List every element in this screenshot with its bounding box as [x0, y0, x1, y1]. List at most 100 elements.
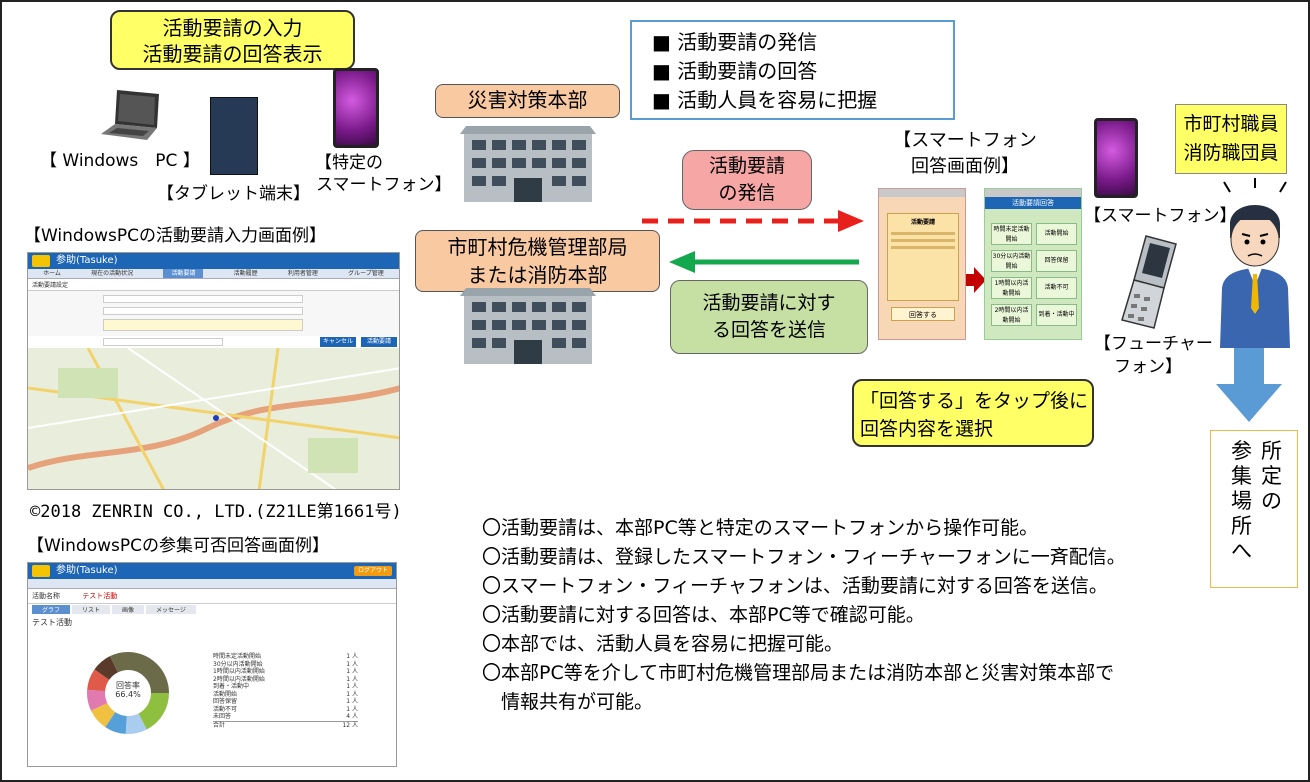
sp-reply-option[interactable]: 到着・活動中: [1036, 304, 1077, 326]
nav-home[interactable]: ホーム: [43, 270, 61, 277]
donut-label: 回答率: [116, 681, 140, 690]
hq-building-icon: [458, 120, 598, 202]
smartphone-label-2: スマートフォン】: [316, 175, 452, 195]
assembly-box: 所定の 参集場所へ: [1210, 430, 1298, 588]
municipal-label: 市町村危機管理部局 または消防本部: [415, 230, 660, 292]
sp-reply-option[interactable]: 30分以内活動開始: [991, 250, 1032, 272]
reply-arrow: [669, 251, 859, 273]
reply-app-logo-icon: [32, 565, 50, 577]
feature-1: ■ 活動要請の発信: [652, 30, 818, 54]
sp-caption-line1: 【スマートフォン: [893, 130, 1037, 151]
staff-line2: 消防職団員: [1183, 142, 1279, 164]
sp-reply-option[interactable]: 1時間以内活動開始: [991, 277, 1032, 299]
pc-input-screenshot: 参助(Tasuke) ホーム 現在の活動状況 活動要請 活動履歴 利用者管理 グ…: [27, 252, 400, 490]
smartphone-right-label: 【スマートフォン】: [1084, 206, 1237, 226]
hq-label: 災害対策本部: [435, 84, 620, 118]
nav-groups[interactable]: グループ管理: [348, 270, 384, 277]
reply-app-header: 参助(Tasuke) ログアウト: [28, 563, 396, 579]
smartphone-label-1: 【特定の: [315, 153, 383, 173]
tablet-icon: [210, 97, 258, 175]
title-line2: 活動要請の回答表示: [142, 42, 323, 66]
note-line: 情報共有が可能。: [482, 691, 654, 713]
sp-reply-option[interactable]: 時間未定活動開始: [991, 223, 1032, 245]
sp-caption-line2: 回答画面例】: [911, 156, 1019, 177]
note-line: 〇活動要請は、本部PC等と特定のスマートフォンから操作可能。: [482, 517, 1039, 539]
staff-person-icon: [1220, 178, 1290, 348]
municipal-label-line1: 市町村危機管理部局: [447, 235, 628, 259]
reply-app-name: 参助(Tasuke): [56, 565, 118, 576]
cancel-button[interactable]: キャンセル: [320, 337, 356, 347]
donut-center-label: 回答率 66.4%: [108, 681, 148, 699]
assembly-arrow: [1216, 348, 1282, 422]
sp-screen-request: 活動要請 回答する: [878, 188, 966, 340]
sp-screen-reply: 活動要請回答 時間未定活動開始 活動開始 30分以内活動開始 回答保留 1時間以…: [984, 188, 1082, 340]
send-arrow: [642, 210, 864, 232]
form-area: [28, 291, 399, 336]
screen-transition-arrow: [966, 267, 986, 293]
feature-phone-label-1: 【フューチャー: [1094, 334, 1213, 354]
app-name: 参助(Tasuke): [56, 255, 118, 266]
activity-value: テスト活動: [82, 592, 118, 600]
municipal-label-line2: または消防本部: [467, 263, 608, 287]
nav-users[interactable]: 利用者管理: [287, 270, 318, 277]
smartphone-icon: [333, 68, 379, 148]
nav-request[interactable]: 活動要請: [163, 269, 204, 278]
laptop-icon: [101, 90, 159, 140]
municipal-building-icon: [458, 282, 598, 364]
sp-reply-title: 活動要請回答: [1012, 199, 1054, 207]
windows-pc-label: 【 Windows PC 】: [40, 151, 200, 171]
nav-status[interactable]: 現在の活動状況: [91, 270, 134, 277]
sp-example-caption: 【スマートフォン 回答画面例】: [890, 128, 1040, 180]
note-line: 〇スマートフォン・フィーチャフォンは、活動要請に対する回答を送信。: [482, 575, 1108, 597]
send-request-button[interactable]: 活動要請: [361, 337, 397, 347]
sp-answer-button[interactable]: 回答する: [891, 307, 955, 321]
sp-request-card: 活動要請: [887, 213, 959, 301]
tab-message[interactable]: メッセージ: [146, 605, 196, 614]
copyright-text: ©2018 ZENRIN CO., LTD.(Z21LE第1661号): [30, 502, 402, 522]
sp-reply-option[interactable]: 活動開始: [1036, 223, 1077, 245]
donut-chart: [87, 652, 169, 734]
nav-history[interactable]: 活動履歴: [233, 270, 258, 277]
pc-reply-screenshot: 参助(Tasuke) ログアウト 活動名称 テスト活動 グラフ リスト 画像 メ…: [27, 562, 397, 767]
feature-3: ■ 活動人員を容易に把握: [652, 88, 878, 112]
tab-image[interactable]: 画像: [112, 605, 145, 614]
logout-button[interactable]: ログアウト: [353, 566, 392, 576]
app-nav: ホーム 現在の活動状況 活動要請 活動履歴 利用者管理 グループ管理: [28, 269, 399, 279]
note-line: 〇活動要請に対する回答は、本部PC等で確認可能。: [482, 604, 925, 626]
sp-reply-option[interactable]: 活動不可: [1036, 277, 1077, 299]
app-header: 参助(Tasuke): [28, 253, 399, 269]
feature-phone-label-2: フォン】: [1114, 357, 1182, 377]
notes-block: 〇活動要請は、本部PC等と特定のスマートフォンから操作可能。 〇活動要請は、登録…: [482, 514, 1126, 717]
app-logo-icon: [32, 255, 50, 267]
sp-reply-header: 活動要請回答: [985, 197, 1081, 209]
tablet-label: 【タブレット端末】: [157, 184, 310, 204]
tap-line2: 回答内容を選択: [860, 418, 994, 440]
tab-graph[interactable]: グラフ: [32, 605, 71, 614]
reply-nav: [28, 579, 396, 589]
activity-row: 活動名称 テスト活動: [28, 589, 396, 604]
tab-list[interactable]: リスト: [72, 605, 111, 614]
sp-reply-option[interactable]: 2時間以内活動開始: [991, 304, 1032, 326]
assembly-col1: 参集場所へ: [1231, 439, 1252, 563]
send-box-line1: 活動要請: [708, 155, 785, 177]
note-line: 〇本部では、活動人員を容易に把握可能。: [482, 633, 844, 655]
send-box-line2: の発信: [718, 182, 776, 204]
title-line1: 活動要請の入力: [162, 16, 303, 40]
sp-reply-option[interactable]: 回答保留: [1036, 250, 1077, 272]
activity-label: 活動名称: [32, 592, 60, 600]
map-area[interactable]: [28, 348, 400, 490]
pc-reply-caption: 【WindowsPCの参集可否回答画面例】: [27, 536, 330, 556]
feature-2: ■ 活動要請の回答: [652, 59, 818, 83]
tap-instruction-box: 「回答する」をタップ後に 回答内容を選択: [852, 379, 1094, 447]
donut-value: 66.4%: [115, 690, 141, 699]
